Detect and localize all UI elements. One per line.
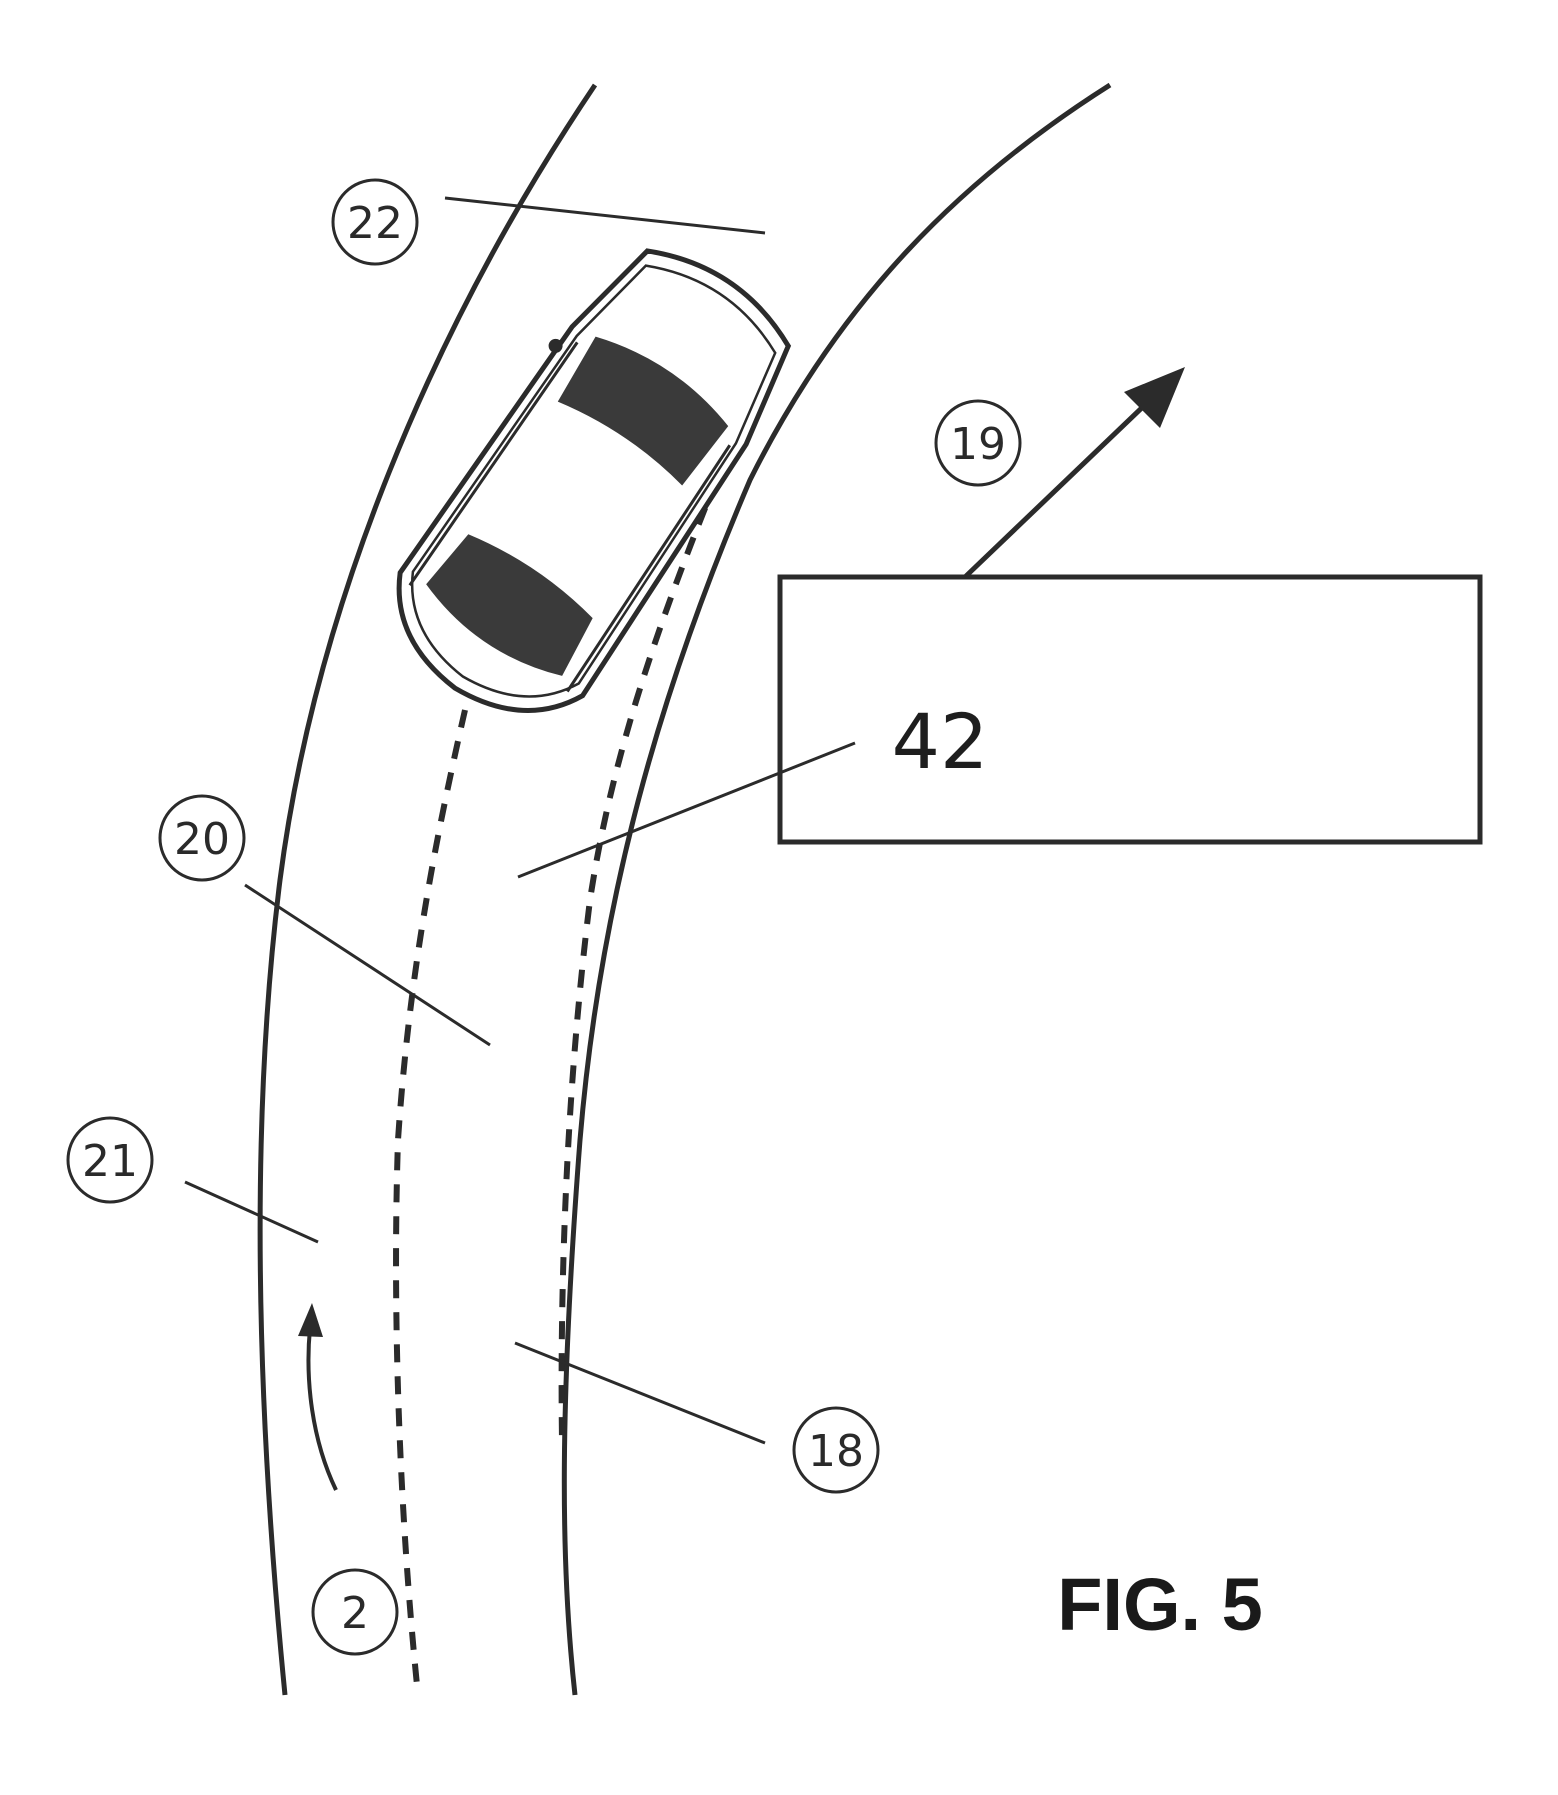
ref-22-text: 22 [347,198,403,249]
arrow-19-head [1124,367,1185,428]
ref-22-circle [331,178,419,266]
vehicle [396,248,792,713]
vehicle-windshield [557,336,729,486]
ref-20-circle [158,794,246,882]
figure-caption: FIG. 5 [1057,1563,1263,1646]
vehicle-body-inner [410,264,777,698]
leader-42 [517,741,856,879]
ref-2-text: 2 [341,1588,369,1639]
ref-19-circle [934,399,1022,487]
ref-21-text: 21 [82,1136,138,1187]
leader-22 [444,196,766,235]
leader-18 [514,1341,766,1445]
vehicle-body [396,248,792,713]
box-42-label: 42 [892,697,989,786]
arrow-19-shaft [963,398,1152,579]
ref-18-text: 18 [808,1426,864,1477]
ref-2: 2 [311,1568,399,1656]
ref-21-circle [66,1116,154,1204]
ref-2-circle [311,1568,399,1656]
ref-19-text: 19 [950,419,1006,470]
vehicle-side-line-right [566,444,732,693]
motion-arrow-head [298,1303,323,1337]
ref-20: 20 [158,794,246,882]
road-right-edge [561,82,1112,1696]
leader-21 [184,1180,319,1244]
leader-20 [244,883,491,1047]
ref-18-circle [792,1406,880,1494]
ref-20-text: 20 [174,814,230,865]
ref-21: 21 [66,1116,154,1204]
vehicle-mirror [548,338,563,353]
motion-arrow [306,1327,338,1491]
trajectory-left-dashed [393,709,468,1696]
box-42 [777,574,1483,845]
ref-22: 22 [331,178,419,266]
ref-18: 18 [792,1406,880,1494]
road-left-edge [257,83,598,1696]
vehicle-side-line-left [408,341,579,587]
vehicle-rear-window [426,534,593,676]
ref-19: 19 [934,399,1022,487]
